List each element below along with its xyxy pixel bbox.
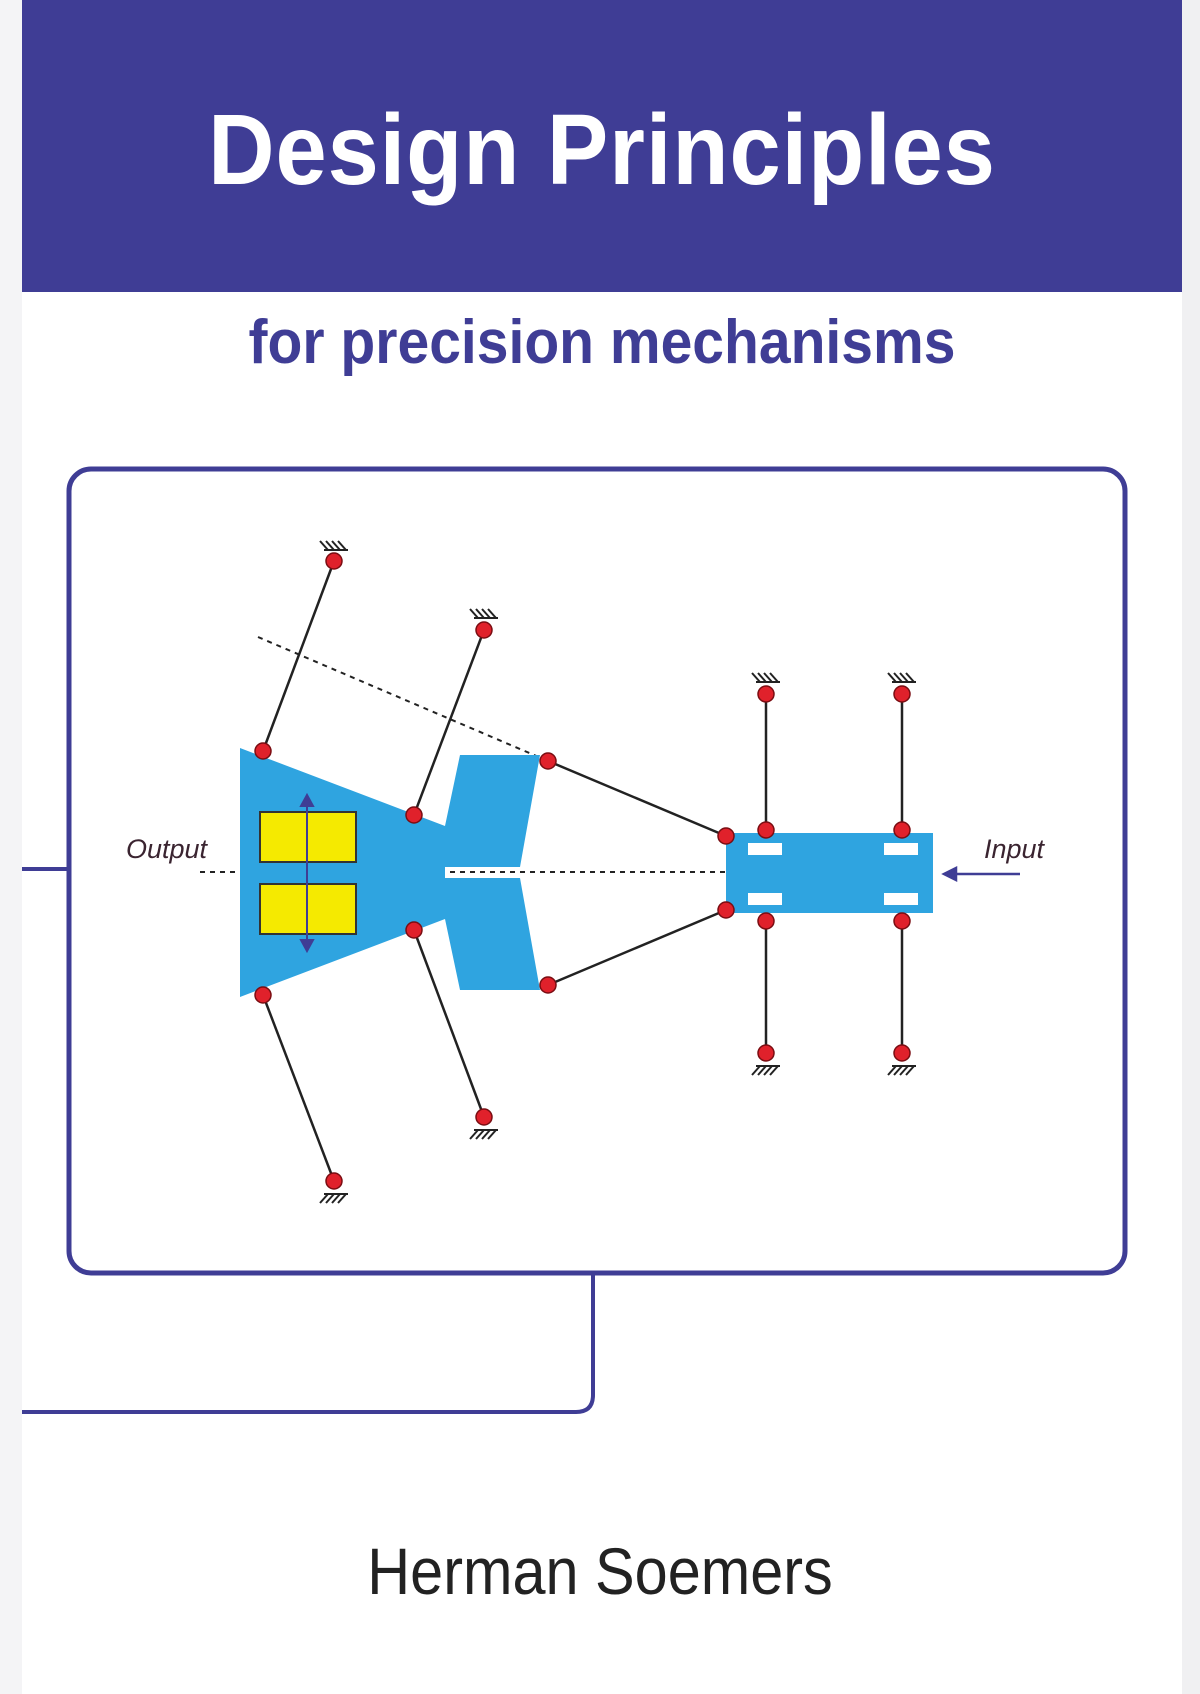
mechanism-links	[261, 560, 904, 1182]
diagram-frame	[66, 466, 1128, 1276]
page-edge	[1182, 0, 1200, 1694]
book-title: Design Principles	[208, 94, 996, 206]
pivot-joints	[254, 552, 911, 1190]
output-label: Output	[126, 834, 209, 864]
input-arrow	[941, 865, 1020, 883]
input-label: Input	[984, 834, 1046, 864]
dashed-reference-lines	[200, 636, 905, 873]
cover-frame-lines	[22, 867, 595, 1414]
spine-edge	[0, 0, 22, 1694]
title-banner: Design Principles	[22, 0, 1182, 292]
book-author: Herman Soemers	[367, 1534, 833, 1608]
displacement-arrow	[299, 792, 315, 954]
input-body-slots	[748, 843, 918, 905]
book-subtitle: for precision mechanisms	[248, 308, 956, 377]
